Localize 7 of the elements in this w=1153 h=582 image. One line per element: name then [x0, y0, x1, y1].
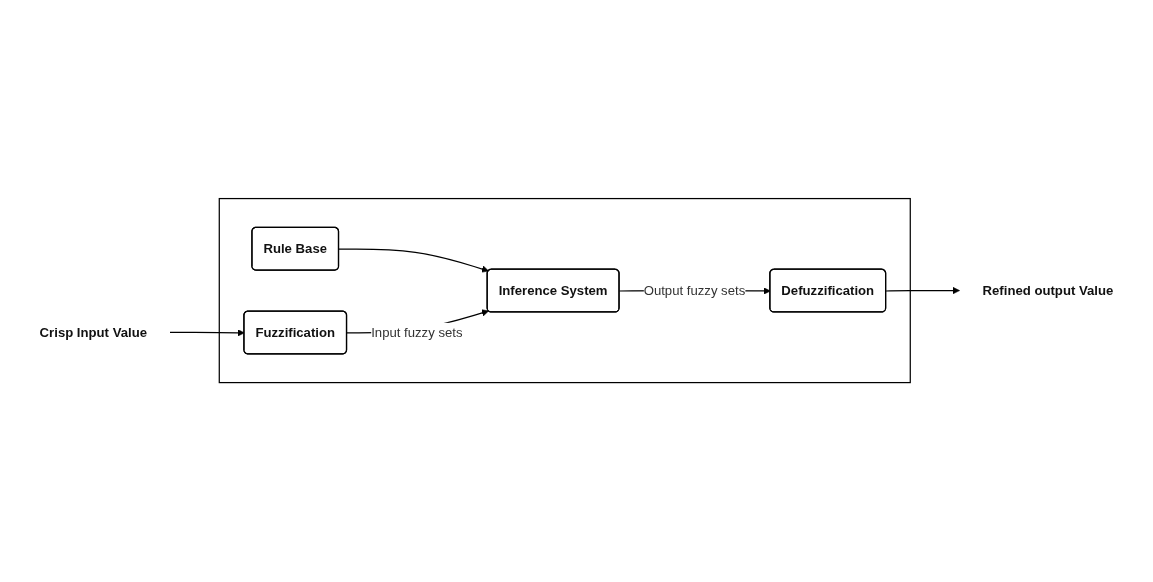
edge-label: Output fuzzy sets [643, 283, 746, 298]
edge-label: Input fuzzy sets [371, 325, 463, 340]
arrow [885, 287, 960, 295]
cluster [218, 198, 911, 384]
node-text: Refined output Value [982, 283, 1114, 298]
arrow [338, 248, 489, 273]
node-text: Crisp Input Value [39, 325, 148, 340]
